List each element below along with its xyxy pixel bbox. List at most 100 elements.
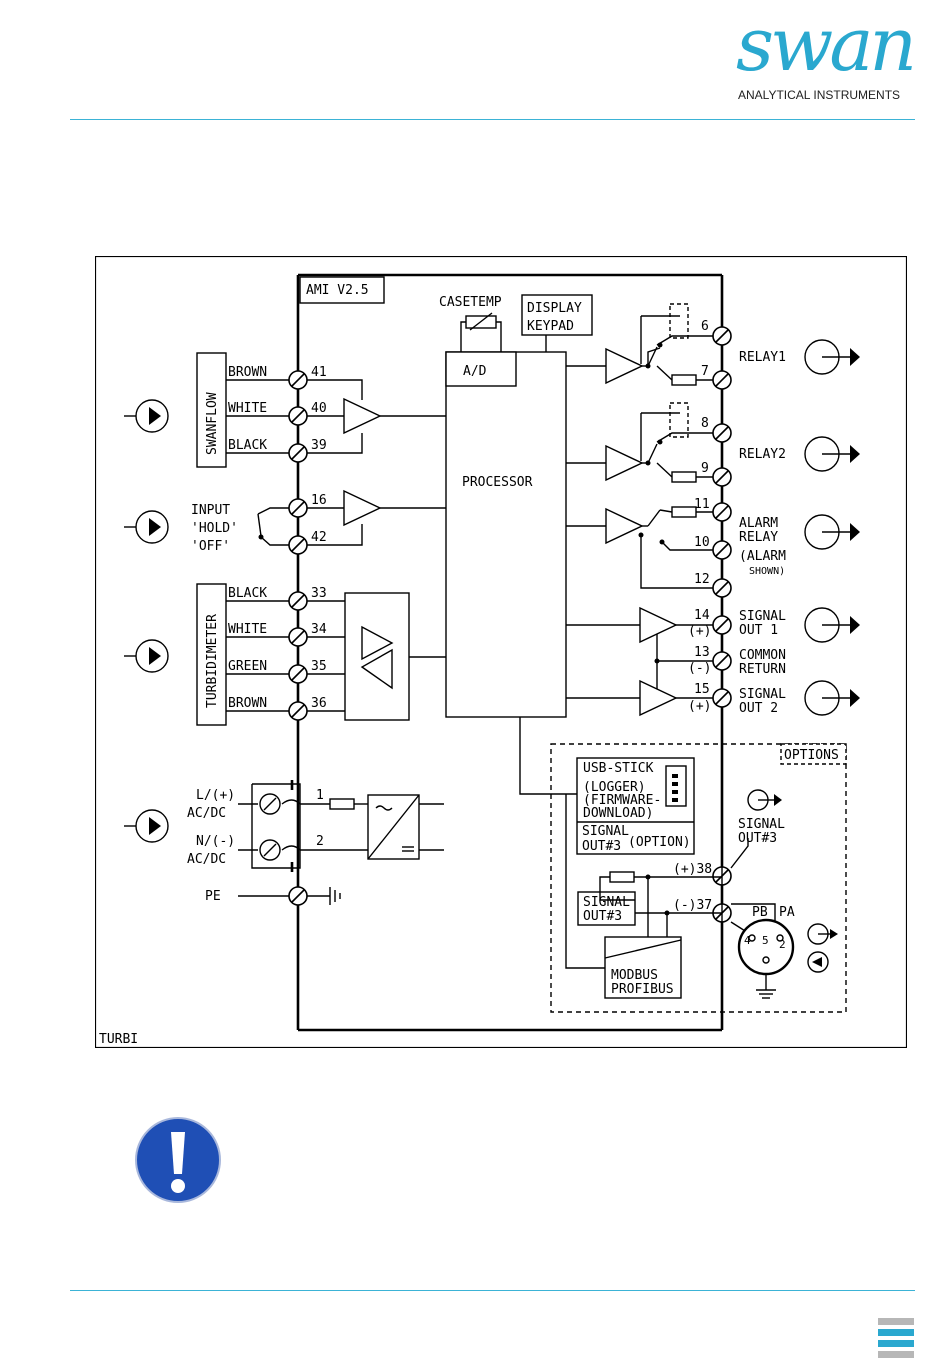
power-acdc-1: AC/DC	[187, 806, 226, 821]
signal1-output-icon	[804, 607, 861, 643]
power-acdc-2: AC/DC	[187, 852, 226, 867]
terminal-38: (+)38	[673, 862, 712, 877]
pin-4: 4	[744, 934, 751, 947]
swan-logo: swan ANALYTICAL INSTRUMENTS	[736, 8, 917, 104]
options-tag	[780, 743, 847, 765]
swanflow-wire-2: WHITE	[228, 401, 267, 416]
terminal-15: 15	[694, 682, 710, 697]
wiring-diagram-svg: TURBI AMI V2.5 A/D PROCESSOR CASETEMP DI…	[94, 255, 908, 1049]
input-label-1: INPUT	[191, 503, 230, 518]
pin-2: 2	[779, 938, 786, 951]
terminal-8: 8	[701, 416, 709, 431]
display-label: DISPLAY	[527, 301, 582, 316]
terminal-34: 34	[311, 622, 327, 637]
swanflow-label: SWANFLOW	[205, 392, 220, 455]
power-l-label: L/(+)	[196, 788, 235, 803]
header-rule	[70, 119, 915, 120]
profibus-label: PROFIBUS	[611, 982, 674, 997]
footer-rule	[70, 1290, 915, 1291]
casetemp-label: CASETEMP	[439, 295, 502, 310]
common-label-2: RETURN	[739, 662, 786, 677]
relay1-output-icon	[804, 339, 861, 375]
terminal-35: 35	[311, 659, 327, 674]
terminal-10: 10	[694, 535, 710, 550]
terminal-12: 12	[694, 572, 710, 587]
signal3-small-label-1: SIGNAL	[583, 895, 630, 910]
terminal-1: 1	[316, 788, 324, 803]
turbi-wire-4: BROWN	[228, 696, 267, 711]
profibus-connector-icon	[737, 918, 830, 999]
logo-subtitle: ANALYTICAL INSTRUMENTS	[738, 88, 901, 102]
signal2-label-1: SIGNAL	[739, 687, 786, 702]
processor-label: PROCESSOR	[462, 475, 533, 490]
terminal-6: 6	[701, 319, 709, 334]
option-tag: (OPTION)	[628, 835, 691, 850]
pe-label: PE	[205, 889, 221, 904]
signal1-label-2: OUT 1	[739, 623, 778, 638]
turbi-wire-1: BLACK	[228, 586, 267, 601]
signal1-label-1: SIGNAL	[739, 609, 786, 624]
alarm-label-3: (ALARM	[739, 549, 786, 564]
usb-label-4: DOWNLOAD)	[583, 806, 653, 821]
alarm-output-icon	[804, 514, 861, 550]
pin-5: 5	[762, 934, 769, 947]
alarm-label-4: SHOWN)	[749, 566, 785, 577]
power-input-icon	[123, 809, 169, 843]
terminal-9: 9	[701, 461, 709, 476]
terminal-33: 33	[311, 586, 327, 601]
terminal-11: 11	[694, 497, 710, 512]
modbus-label: MODBUS	[611, 968, 658, 983]
board-label-box	[299, 276, 385, 304]
swanflow-wire-1: BROWN	[228, 365, 267, 380]
pa-label: PA	[779, 905, 795, 920]
terminal-36: 36	[311, 696, 327, 711]
logo-wordmark: swan	[736, 2, 917, 88]
terminal-2: 2	[316, 834, 324, 849]
ad-converter-block	[445, 351, 517, 387]
signal3-out-label-1: SIGNAL	[738, 817, 785, 832]
terminal-13: 13	[694, 645, 710, 660]
usb-label-2: (LOGGER)	[583, 780, 646, 795]
polarity-minus: (-)	[688, 661, 711, 676]
input-label-3: 'OFF'	[191, 539, 230, 554]
terminal-37: (-)37	[673, 898, 712, 913]
usb-label-1: USB-STICK	[583, 761, 654, 776]
diagram-frame	[94, 255, 908, 1049]
turbi-wire-3: GREEN	[228, 659, 267, 674]
swanflow-wire-3: BLACK	[228, 438, 267, 453]
options-title: OPTIONS	[784, 748, 839, 763]
wiring-diagram: TURBI AMI V2.5 A/D PROCESSOR CASETEMP DI…	[94, 255, 908, 1049]
signal3-box-label-1: SIGNAL	[582, 824, 629, 839]
terminal-41: 41	[311, 365, 327, 380]
signal2-label-2: OUT 2	[739, 701, 778, 716]
options-area	[550, 743, 847, 1013]
swanflow-box	[196, 352, 227, 468]
terminal-14: 14	[694, 608, 710, 623]
keypad-label: KEYPAD	[527, 319, 574, 334]
turbidimeter-sensor-icon	[123, 639, 169, 673]
usb-label-3: (FIRMWARE-	[583, 793, 661, 808]
page-marker-icon	[878, 1318, 914, 1358]
ad-label: A/D	[463, 364, 487, 379]
processor-block	[445, 351, 567, 718]
relay2-output-icon	[804, 436, 861, 472]
turbidimeter-label: TURBIDIMETER	[205, 614, 220, 708]
terminal-40: 40	[311, 401, 327, 416]
terminal-42: 42	[311, 530, 327, 545]
pb-label: PB	[752, 905, 768, 920]
terminal-39: 39	[311, 438, 327, 453]
alarm-label-1: ALARM	[739, 516, 778, 531]
power-n-label: N/(-)	[196, 834, 235, 849]
polarity-plus-1: (+)	[688, 624, 711, 639]
terminal-16: 16	[311, 493, 327, 508]
frame-label: TURBI	[99, 1032, 138, 1047]
swanflow-sensor-icon	[123, 399, 169, 433]
input-label-2: 'HOLD'	[191, 521, 238, 536]
input-sensor-icon	[123, 510, 169, 544]
signal3-box-label-2: OUT#3	[582, 839, 621, 854]
relay1-label: RELAY1	[739, 350, 786, 365]
board-label: AMI V2.5	[306, 283, 369, 298]
common-label-1: COMMON	[739, 648, 786, 663]
exclamation-icon	[134, 1116, 222, 1204]
turbi-wire-2: WHITE	[228, 622, 267, 637]
